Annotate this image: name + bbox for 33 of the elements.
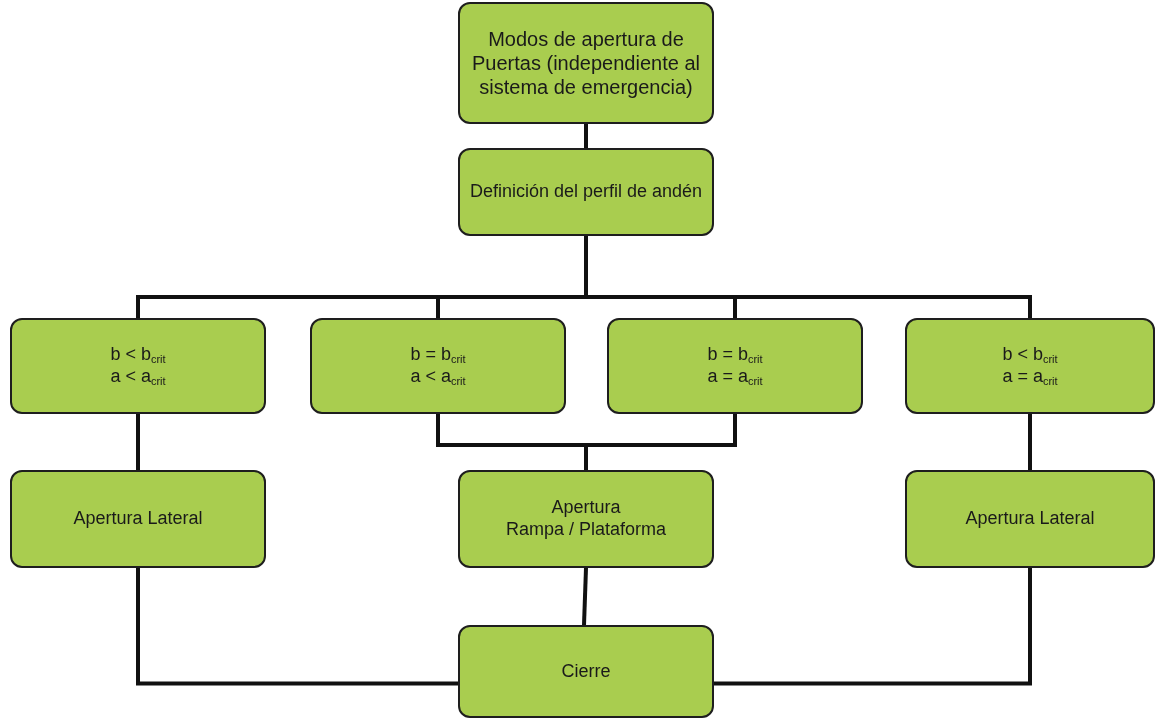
process-box (905, 470, 1155, 568)
process-box (458, 2, 714, 124)
process-box (905, 318, 1155, 414)
box-text: a = a$_{crit}$ (1002, 366, 1058, 388)
box-text: Definición del perfil de andén (469, 181, 703, 203)
box-text: a < a$_{crit}$ (110, 366, 166, 388)
process-box (10, 318, 266, 414)
connector-line (136, 568, 458, 686)
connector-line (584, 236, 1032, 318)
process-box (458, 148, 714, 236)
connector-line (1028, 414, 1032, 470)
process-box (458, 470, 714, 568)
connector-line (136, 414, 140, 470)
box-text: Rampa / Plataforma (505, 519, 667, 541)
box-text: Cierre (561, 660, 611, 683)
connector-line (582, 567, 588, 626)
box-text: Modos de apertura de Puertas (independiente al sistema de emergencia) (471, 27, 701, 99)
box-text: b < b$_{crit}$ (110, 344, 166, 366)
connector-line (584, 124, 588, 148)
process-box (10, 470, 266, 568)
box-text: b = b$_{crit}$ (707, 344, 763, 366)
box-text: a < a$_{crit}$ (410, 366, 466, 388)
process-box (607, 318, 863, 414)
connector-line (714, 568, 1032, 686)
box-text: b < b$_{crit}$ (1002, 344, 1058, 366)
box-text: Apertura Lateral (73, 508, 203, 530)
box-text: b = b$_{crit}$ (410, 344, 466, 366)
box-text: Apertura (551, 497, 621, 519)
connector-line (584, 414, 737, 470)
box-text: a = a$_{crit}$ (707, 366, 763, 388)
process-box (458, 625, 714, 718)
process-box (310, 318, 566, 414)
box-text: Apertura Lateral (965, 508, 1095, 530)
